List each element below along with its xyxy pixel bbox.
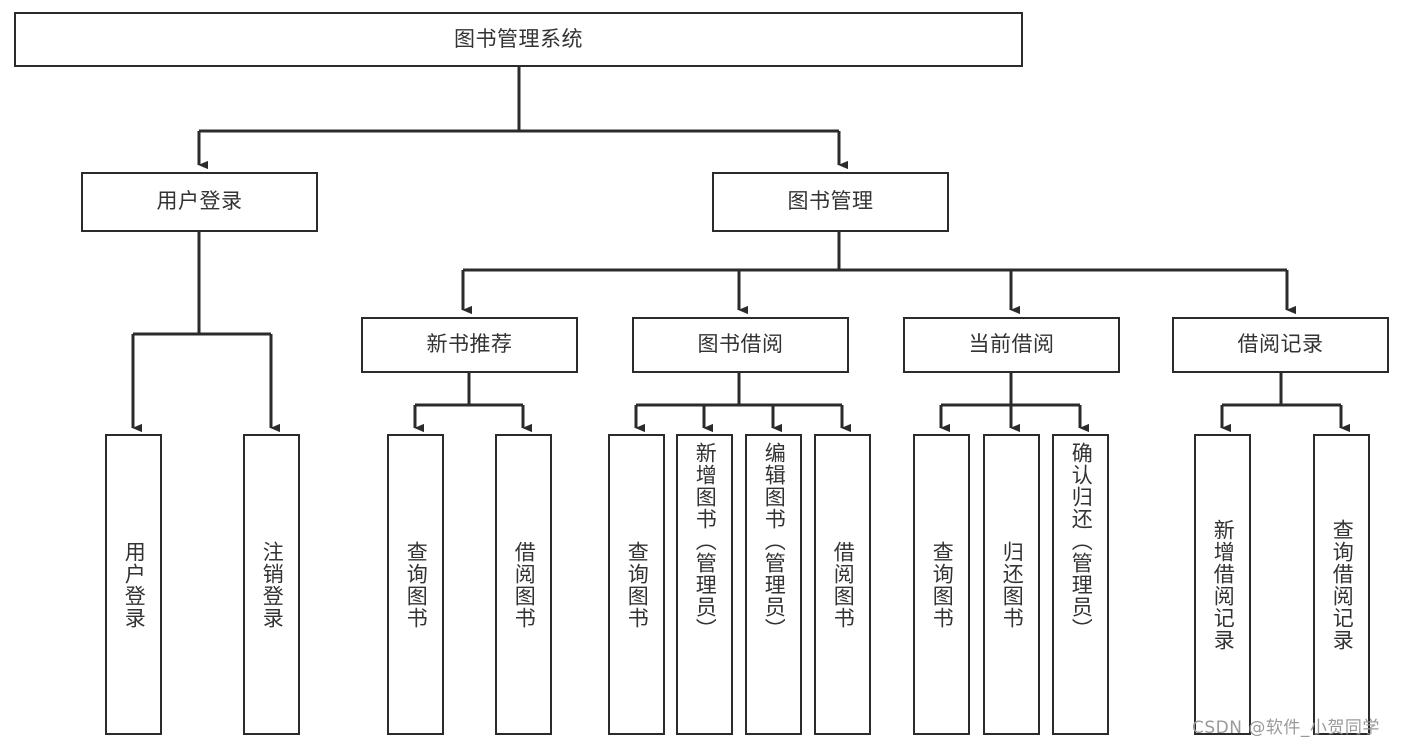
node-label: 编辑图书（管理员）: [762, 442, 787, 640]
leaf-edit-book-admin[interactable]: 编辑图书（管理员）: [745, 434, 802, 735]
node-label: 借阅图书: [512, 540, 537, 629]
leaf-add-borrow-record[interactable]: 新增借阅记录: [1194, 434, 1251, 735]
node-borrow-record[interactable]: 借阅记录: [1172, 317, 1389, 373]
node-label: 当前借阅: [968, 332, 1055, 357]
node-label: 用户登录: [156, 189, 243, 214]
node-label: 用户登录: [122, 540, 147, 629]
node-label: 查询借阅记录: [1330, 518, 1355, 651]
node-user-login[interactable]: 用户登录: [81, 172, 318, 232]
node-label: 新书推荐: [426, 332, 513, 357]
node-label: 归还图书: [1000, 540, 1025, 629]
leaf-query-book-borrow[interactable]: 查询图书: [608, 434, 665, 735]
leaf-user-login[interactable]: 用户登录: [105, 434, 162, 735]
node-label: 图书管理: [787, 189, 874, 214]
leaf-user-logout[interactable]: 注销登录: [243, 434, 300, 735]
node-label: 新增借阅记录: [1211, 518, 1236, 651]
node-label: 确认归还（管理员）: [1069, 442, 1094, 640]
watermark-text: CSDN @软件_小贺同学: [1192, 718, 1380, 738]
leaf-return-book[interactable]: 归还图书: [983, 434, 1040, 735]
leaf-confirm-return-admin[interactable]: 确认归还（管理员）: [1052, 434, 1109, 735]
leaf-borrow-book[interactable]: 借阅图书: [814, 434, 871, 735]
node-label: 图书管理系统: [454, 26, 583, 51]
node-label: 注销登录: [260, 540, 285, 629]
node-label: 借阅记录: [1237, 332, 1324, 357]
node-label: 查询图书: [404, 540, 429, 629]
leaf-query-book-recommend[interactable]: 查询图书: [387, 434, 444, 735]
node-label: 查询图书: [930, 540, 955, 629]
node-label: 借阅图书: [831, 540, 856, 629]
node-current-borrow[interactable]: 当前借阅: [903, 317, 1120, 373]
node-root-book-management-system[interactable]: 图书管理系统: [14, 12, 1023, 67]
leaf-borrow-book-recommend[interactable]: 借阅图书: [495, 434, 552, 735]
leaf-query-borrow-record[interactable]: 查询借阅记录: [1313, 434, 1370, 735]
leaf-add-book-admin[interactable]: 新增图书（管理员）: [676, 434, 733, 735]
node-book-management[interactable]: 图书管理: [712, 172, 949, 232]
node-label: 图书借阅: [697, 332, 784, 357]
leaf-query-book-current[interactable]: 查询图书: [913, 434, 970, 735]
node-label: 新增图书（管理员）: [693, 442, 718, 640]
node-label: 查询图书: [625, 540, 650, 629]
node-book-borrow[interactable]: 图书借阅: [632, 317, 849, 373]
node-new-book-recommend[interactable]: 新书推荐: [361, 317, 578, 373]
